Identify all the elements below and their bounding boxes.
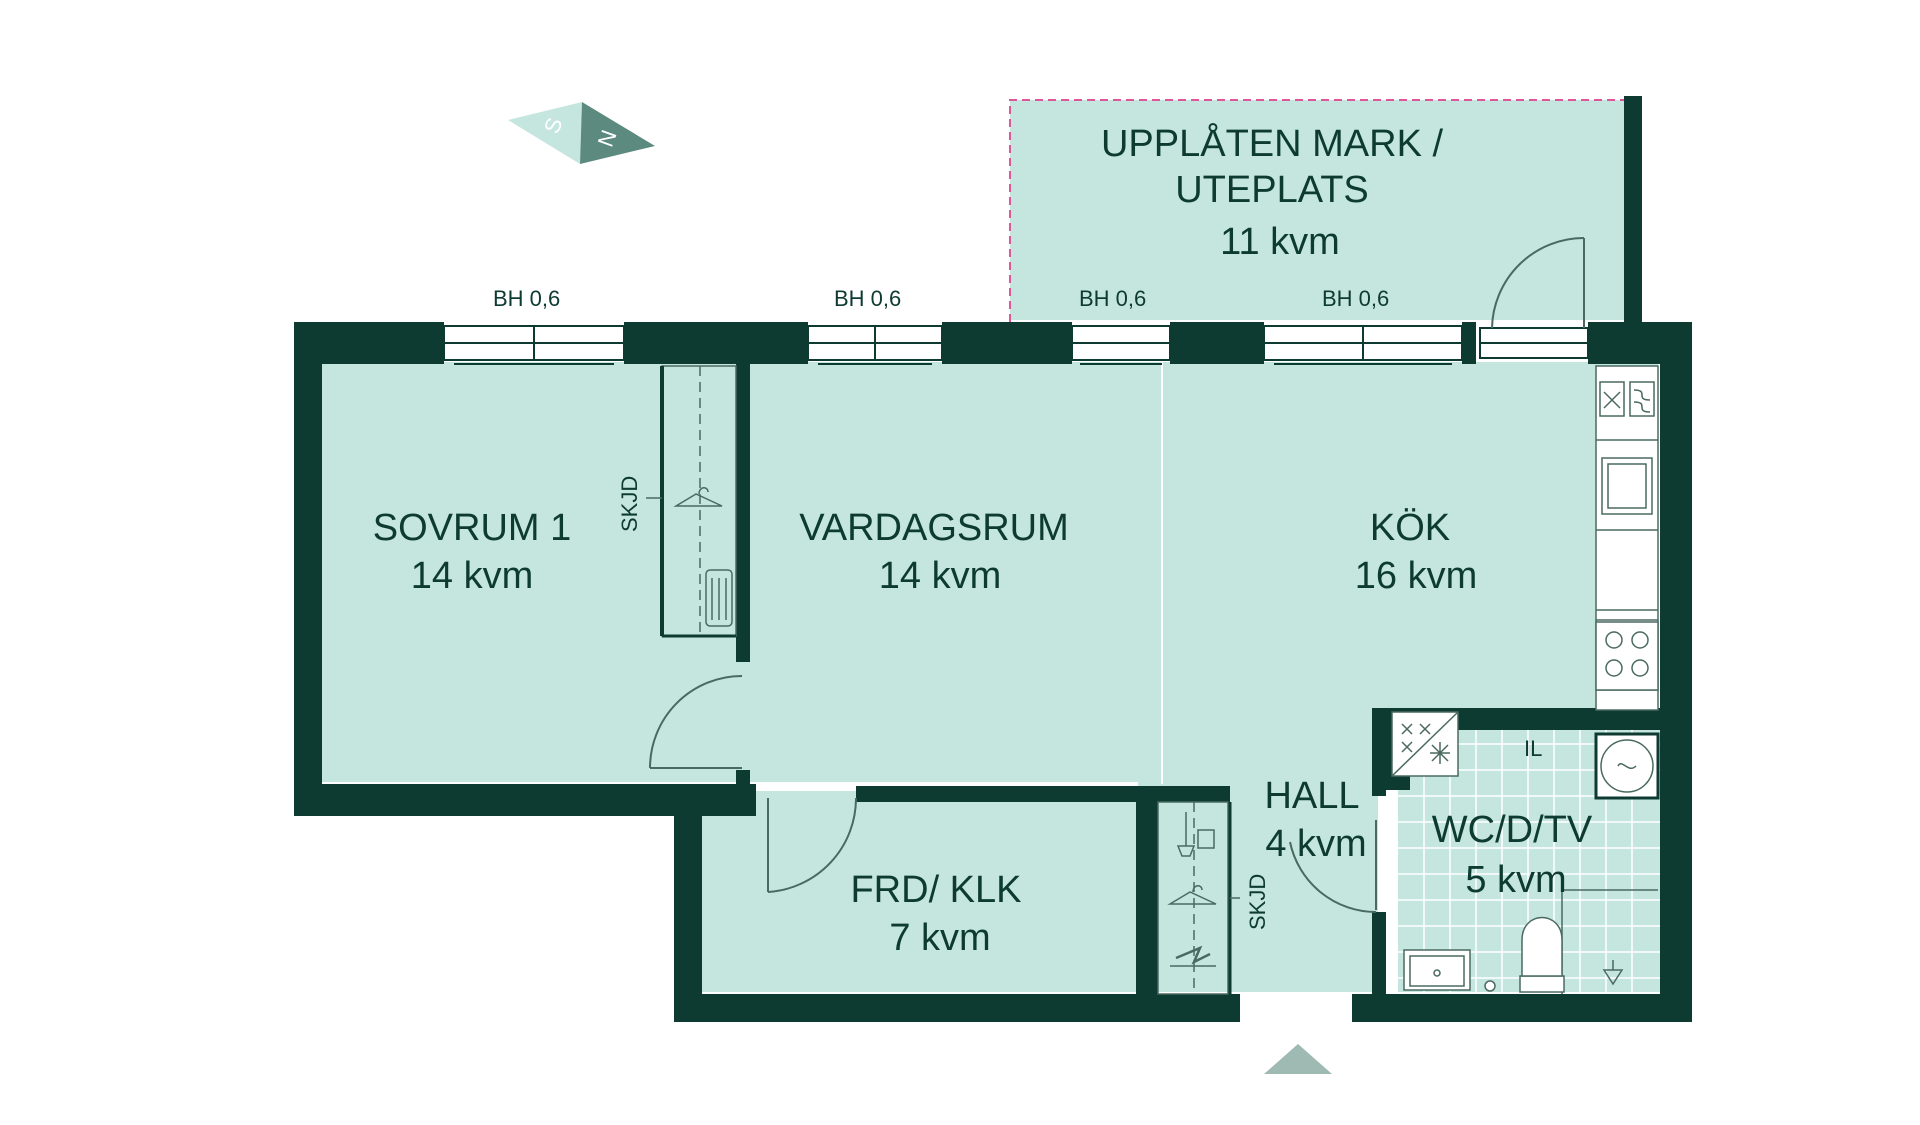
windows (443, 325, 1463, 365)
hanger-icon (1167, 885, 1217, 905)
storage-area-label: 7 kvm (889, 917, 990, 959)
storage-label: FRD/ KLK (850, 869, 1021, 911)
window (443, 325, 625, 365)
bath-label: WC/D/TV (1432, 809, 1593, 851)
storage-door-icon (767, 797, 858, 893)
wall-segment (1170, 322, 1264, 364)
terrace-area-label: 11 kvm (1220, 221, 1340, 263)
wall-segment (624, 322, 808, 364)
compass-south-icon (508, 102, 582, 164)
living-area-label: 14 kvm (879, 555, 1001, 597)
kitchen-label: KÖK (1370, 507, 1450, 549)
bedroom-door-icon (649, 675, 743, 769)
wall-segment (1660, 322, 1692, 1022)
compass: S N (508, 102, 655, 164)
sink-icon (1601, 457, 1653, 515)
fridge-freezer-icon (1599, 381, 1655, 417)
electric-panel-icon (1170, 945, 1216, 967)
wall-segment (1158, 786, 1230, 802)
wall-segment (1372, 912, 1386, 994)
living-label: VARDAGSRUM (799, 507, 1069, 549)
radiator-icon (705, 569, 733, 627)
compass-north-icon (580, 102, 655, 164)
doors (649, 237, 1589, 913)
window (1071, 325, 1171, 365)
water-heater-icon (1594, 732, 1660, 800)
entrance-arrow-icon (1264, 1044, 1332, 1074)
window-label: BH 0,6 (1322, 286, 1389, 311)
window-label: BH 0,6 (493, 286, 560, 311)
bedroom-wardrobe (646, 365, 737, 638)
wall-segment (1462, 322, 1476, 364)
hall-wardrobe-label: SKJD (1245, 874, 1270, 930)
hanger-icon (673, 487, 723, 507)
terrace-area (1009, 96, 1642, 322)
hall-area-label: 4 kvm (1265, 823, 1366, 865)
wall-segment (294, 322, 322, 816)
toilet-icon (1519, 916, 1565, 993)
terrace-floor (1010, 100, 1624, 320)
kitchen-counter (1595, 365, 1659, 711)
window (807, 325, 943, 365)
bedroom-label: SOVRUM 1 (373, 507, 571, 549)
stove-icon (1595, 621, 1659, 691)
bath-door-icon (1289, 820, 1377, 913)
kitchen-area-label: 16 kvm (1355, 555, 1477, 597)
terrace-boundary (1009, 99, 1624, 322)
window-label: BH 0,6 (834, 286, 901, 311)
hall-wardrobe (1157, 801, 1240, 995)
wall-segment (674, 994, 1240, 1022)
washer-dryer-icon (1391, 711, 1459, 777)
room-labels: UPPLÅTEN MARK / UTEPLATS 11 kvm SOVRUM 1… (373, 121, 1593, 959)
wall-segment (736, 362, 750, 662)
wall-segment (674, 800, 702, 1022)
walls (294, 322, 1692, 1022)
wall-segment (942, 322, 1072, 364)
terrace-label-line1: UPPLÅTEN MARK / (1101, 121, 1444, 165)
wall-segment (1352, 994, 1692, 1022)
terrace-door-icon (1479, 237, 1589, 359)
wall-segment (1410, 708, 1660, 730)
floor-fills (320, 362, 1660, 992)
bedroom-area-label: 14 kvm (411, 555, 533, 597)
wall-segment (1372, 708, 1386, 796)
bath-il-label: IL (1524, 736, 1542, 761)
hall-label: HALL (1264, 775, 1359, 817)
window-label: BH 0,6 (1079, 286, 1146, 311)
wall-segment (856, 786, 1150, 802)
terrace-wall (1624, 96, 1642, 322)
mop-bucket-icon (1176, 812, 1215, 857)
window (1263, 325, 1463, 365)
bedroom-wardrobe-label: SKJD (617, 476, 642, 532)
bath-fixtures (1391, 711, 1660, 994)
terrace-label-line2: UTEPLATS (1175, 169, 1369, 211)
wall-segment (1136, 786, 1150, 996)
wall-segment (736, 770, 750, 786)
washbasin-icon (1403, 949, 1471, 991)
wall-segment (1150, 786, 1158, 996)
bath-area-label: 5 kvm (1465, 859, 1566, 901)
